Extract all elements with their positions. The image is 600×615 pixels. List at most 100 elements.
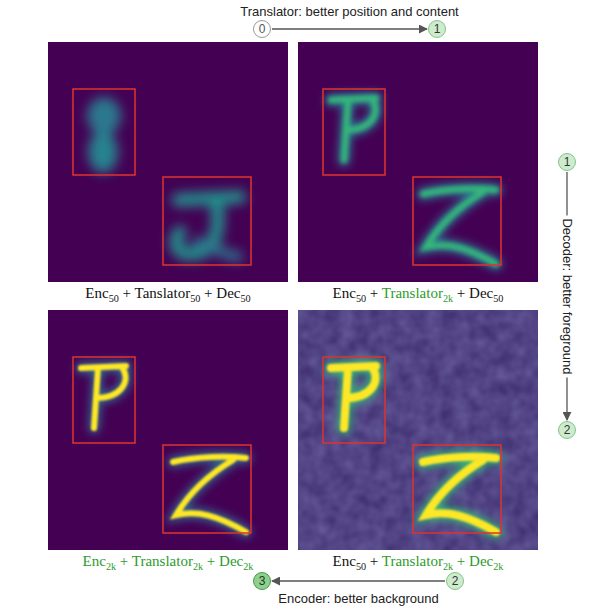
- caption-token: Enc50: [85, 285, 119, 301]
- heatmap-panel: [298, 310, 538, 550]
- subscript: 50: [356, 561, 366, 572]
- step-number: 3: [259, 575, 266, 587]
- caption-token: +: [457, 553, 465, 569]
- step-circle: 1: [428, 20, 446, 38]
- caption-token: Dec2k: [469, 553, 503, 569]
- caption-token: +: [204, 285, 212, 301]
- module-name: Enc: [333, 285, 356, 301]
- module-name: Dec: [469, 285, 493, 301]
- caption-token: +: [207, 553, 215, 569]
- space: [453, 285, 457, 301]
- bounding-box: [413, 177, 501, 265]
- step-circle: 0: [253, 20, 271, 38]
- panel-ground: [48, 42, 288, 282]
- edge-label: Encoder: better background: [275, 591, 441, 606]
- space: [200, 285, 204, 301]
- caption-token: Dec2k: [219, 553, 253, 569]
- step-number: 1: [564, 156, 571, 168]
- module-name: Dec: [216, 285, 240, 301]
- subscript: 2k: [443, 293, 453, 304]
- panel-caption: Enc50 + Translator2k + Dec50: [278, 285, 558, 303]
- bounding-box: [73, 89, 135, 175]
- step-number: 1: [434, 23, 441, 35]
- caption-token: +: [120, 553, 128, 569]
- step-number: 2: [452, 575, 459, 587]
- caption-token: +: [457, 285, 465, 301]
- caption-token: Dec50: [216, 285, 250, 301]
- caption-token: Translator2k: [382, 553, 453, 569]
- step-number: 2: [564, 424, 571, 436]
- step-circle: 3: [253, 572, 271, 590]
- panel-ground: [298, 42, 538, 282]
- caption-token: +: [370, 553, 378, 569]
- bounding-box: [163, 445, 251, 533]
- blob: [198, 242, 238, 257]
- panel-caption: Enc2k + Translator2k + Dec2k: [28, 553, 308, 571]
- module-name: Translator: [382, 285, 443, 301]
- background-noise: [298, 310, 538, 550]
- bounding-box: [163, 177, 251, 265]
- caption-token: +: [123, 285, 131, 301]
- panel-caption: Enc50 + Tanslator50 + Dec50: [28, 285, 308, 303]
- subscript: 50: [190, 293, 200, 304]
- module-name: Tanslator: [135, 285, 191, 301]
- space: [215, 553, 219, 569]
- subscript: 50: [356, 293, 366, 304]
- space: [119, 285, 123, 301]
- panel-ground: [48, 310, 288, 550]
- module-name: Dec: [219, 553, 243, 569]
- space: [203, 553, 207, 569]
- panel-caption: Enc50 + Translator2k + Dec2k: [278, 553, 558, 571]
- step-number: 0: [259, 23, 266, 35]
- module-name: Enc: [333, 553, 356, 569]
- space: [366, 285, 370, 301]
- space: [128, 553, 131, 569]
- arrow-connector: [272, 580, 445, 581]
- space: [131, 285, 134, 301]
- heatmap-panel: [48, 42, 288, 282]
- space: [465, 285, 469, 301]
- subscript: 2k: [193, 561, 203, 572]
- bounding-box: [323, 89, 385, 175]
- module-name: Translator: [132, 553, 193, 569]
- subscript: 2k: [243, 561, 253, 572]
- step-circle: 2: [446, 572, 464, 590]
- subscript: 2k: [443, 561, 453, 572]
- caption-token: Enc50: [333, 553, 367, 569]
- edge-label: Translator: better position and content: [237, 4, 461, 19]
- bounding-box: [73, 357, 135, 443]
- space: [453, 553, 457, 569]
- blob: [88, 131, 118, 173]
- module-name: Translator: [382, 553, 443, 569]
- image-panel: Enc50 + Translator2k + Dec2k: [298, 310, 538, 550]
- connector-group: [272, 29, 567, 581]
- panel-ground: [298, 310, 538, 550]
- caption-token: Tanslator50: [135, 285, 201, 301]
- space: [378, 553, 381, 569]
- space: [213, 285, 217, 301]
- bounding-box: [413, 445, 501, 533]
- image-panel: Enc50 + Tanslator50 + Dec50: [48, 42, 288, 282]
- space: [116, 553, 120, 569]
- image-panel: Enc50 + Translator2k + Dec50: [298, 42, 538, 282]
- caption-token: Enc2k: [83, 553, 117, 569]
- blob: [87, 97, 121, 135]
- step-circle: 2: [558, 421, 576, 439]
- module-name: Enc: [85, 285, 108, 301]
- caption-token: Translator2k: [132, 553, 203, 569]
- module-name: Dec: [469, 553, 493, 569]
- caption-token: +: [370, 285, 378, 301]
- image-panel: Enc2k + Translator2k + Dec2k: [48, 310, 288, 550]
- bounding-box: [323, 357, 385, 443]
- step-circle: 1: [558, 153, 576, 171]
- subscript: 2k: [106, 561, 116, 572]
- edge-label: Decoder: better foreground: [559, 215, 574, 377]
- caption-token: Enc50: [333, 285, 367, 301]
- arrow-connector: [272, 28, 427, 29]
- caption-token: Dec50: [469, 285, 503, 301]
- subscript: 2k: [493, 561, 503, 572]
